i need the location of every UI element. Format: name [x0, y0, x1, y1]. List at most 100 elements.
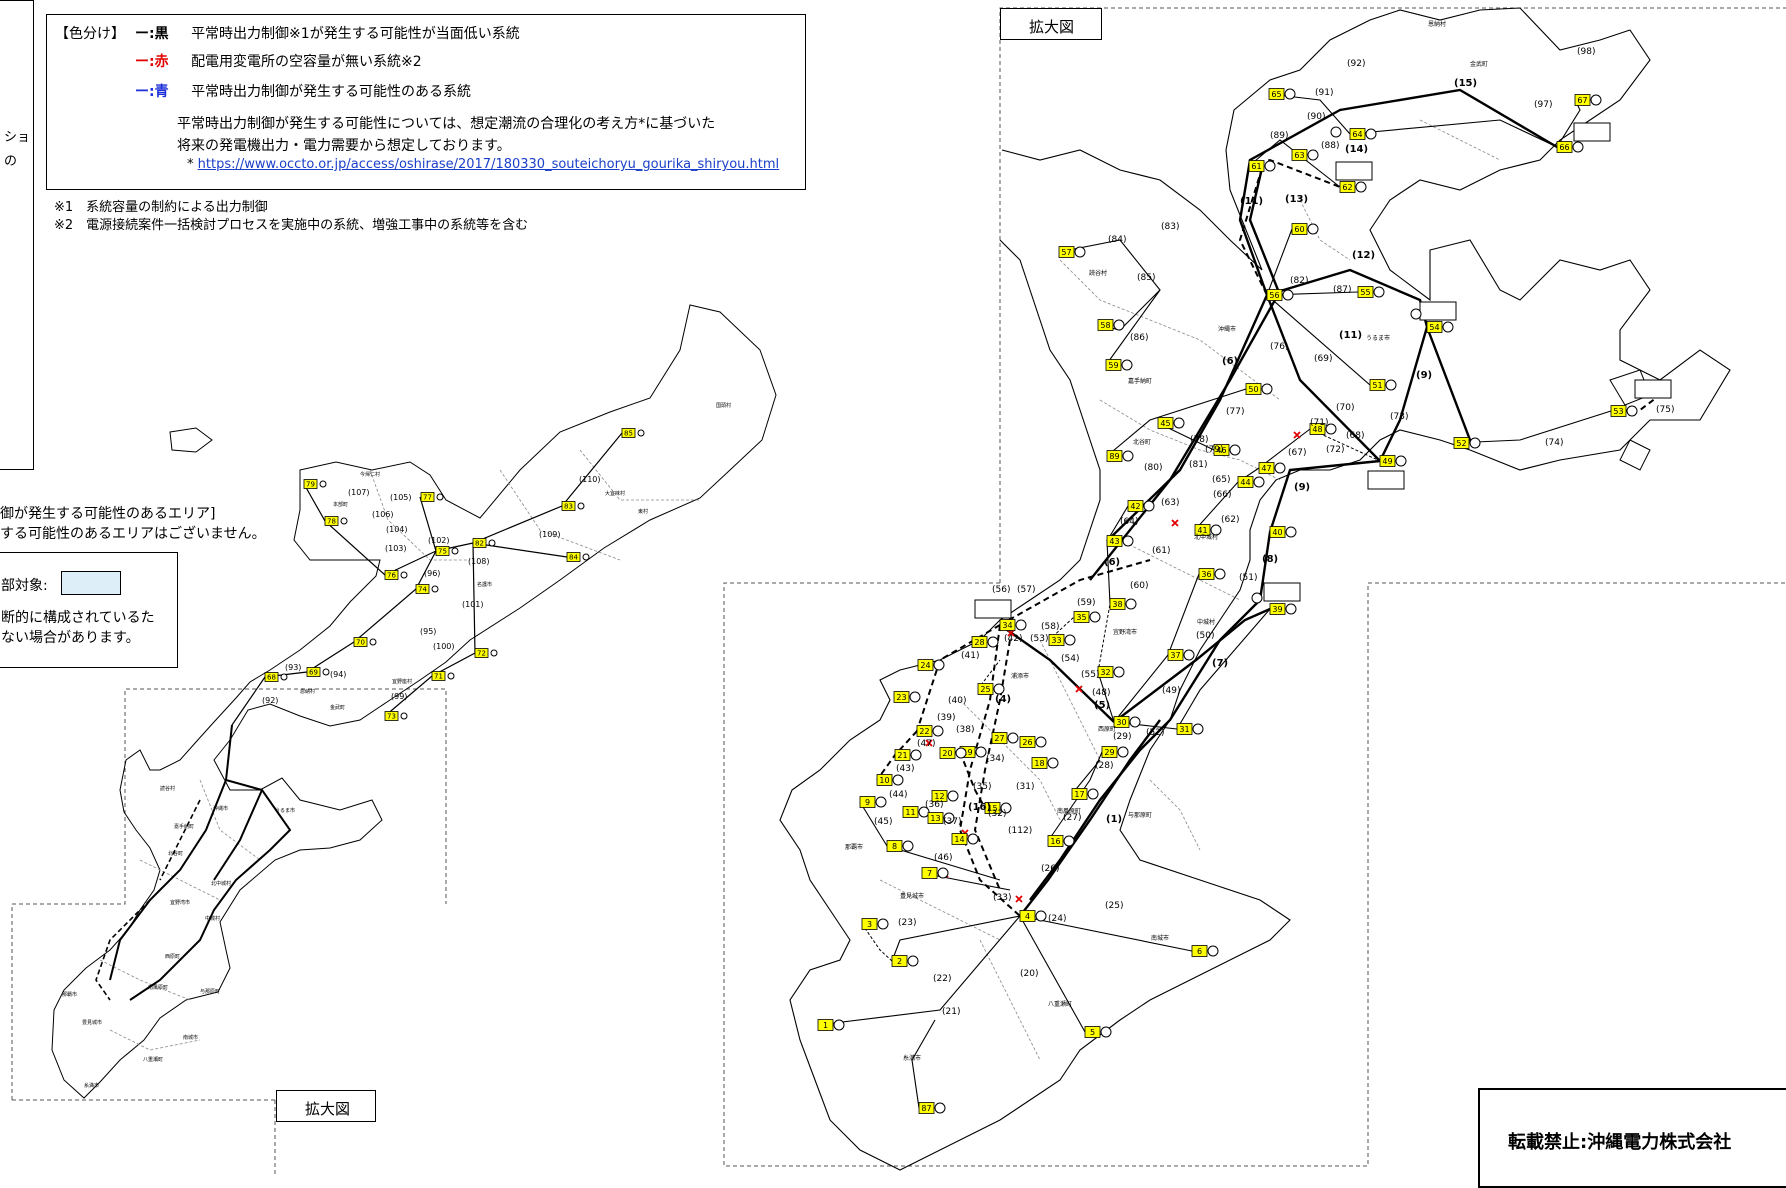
- substation-tag: [621, 428, 636, 438]
- substation-tag: [1198, 568, 1215, 580]
- substation-tag: [415, 584, 430, 594]
- enlarge-frames: [11, 7, 1786, 1176]
- line-label: (55): [1081, 670, 1099, 680]
- substation-number: 64: [1352, 130, 1362, 139]
- substation-39: 39: [1269, 603, 1297, 615]
- legend-box: 【色分け】 ー:黒 平常時出力制御※1が発生する可能性が当面低い系統 ー:赤 配…: [46, 14, 806, 190]
- line-label: (97): [1534, 100, 1552, 110]
- substation-node: [1122, 450, 1134, 462]
- partial-target-box: 部対象: 断的に構成されているた ない場合があります。: [0, 552, 178, 668]
- substation-node: [918, 806, 930, 818]
- substation-tag: [1105, 359, 1122, 371]
- reproduction-notice: 転載禁止:沖縄電力株式会社: [1508, 1132, 1732, 1153]
- substation-number: 43: [1109, 537, 1119, 546]
- main-place-names: 糸満市八重瀬町南城市豊見城市那覇市南風原町与那原町西原町浦添市宜野湾市中城村北中…: [845, 20, 1488, 1062]
- left-panel-fragment-b: の: [4, 154, 18, 169]
- substation-6: 6: [1191, 945, 1219, 957]
- line-label: (107): [348, 488, 370, 497]
- substation-number: 54: [1429, 323, 1439, 332]
- legend-text-blue: 平常時出力制御が発生する可能性のある系統: [191, 84, 472, 100]
- line-label: (98): [1577, 47, 1595, 57]
- line-label: (23): [898, 918, 916, 928]
- legend-heading: 【色分け】: [55, 26, 125, 42]
- legend-key-black: ー:黒: [135, 26, 169, 42]
- substation-12: 12: [931, 790, 959, 802]
- municipality-name: 嘉手納町: [174, 823, 194, 830]
- substation-number: 3: [867, 920, 872, 929]
- substation-tag: [1453, 437, 1470, 449]
- line-label: (1): [1106, 814, 1122, 825]
- substation-tag: [1097, 666, 1114, 678]
- main-boundaries: [879, 119, 1501, 1061]
- substation-node: [1035, 910, 1047, 922]
- substation-node: [907, 955, 919, 967]
- substation-tag: [1213, 444, 1230, 456]
- substation-number: 61: [1251, 162, 1261, 171]
- substation-69: 69: [306, 667, 330, 677]
- line-label: (16): [968, 802, 991, 813]
- substation-number: 71: [434, 673, 443, 681]
- substation-tag: [1237, 476, 1254, 488]
- substation-number: 60: [1294, 225, 1304, 234]
- substation-82: 82: [472, 538, 496, 548]
- substation-tag: [1574, 94, 1591, 106]
- substation-number: 10: [879, 776, 889, 785]
- line-label: (43): [896, 764, 914, 774]
- line-label: (80): [1144, 463, 1162, 473]
- substation-number: 59: [1108, 361, 1118, 370]
- legend-row-black: ー:黒 平常時出力制御※1が発生する可能性が当面低い系統: [135, 23, 520, 43]
- municipality-name: 与那原町: [200, 988, 220, 995]
- substation-8: 8: [886, 840, 914, 852]
- substation-node: [400, 571, 408, 579]
- substation-tag: [353, 637, 368, 647]
- line-label: (14): [1345, 144, 1368, 155]
- substation-44: 44: [1237, 476, 1265, 488]
- municipality-name: 宜野湾市: [1113, 628, 1137, 636]
- substation-node: [1117, 746, 1129, 758]
- substation-tag: [893, 691, 910, 703]
- substation-node: [1207, 945, 1219, 957]
- substation-tag: [1268, 88, 1285, 100]
- occto-link[interactable]: https://www.occto.or.jp/access/oshirase/…: [197, 157, 780, 172]
- substation-number: 52: [1456, 439, 1466, 448]
- line-label: (77): [1226, 407, 1244, 417]
- legend-link-row: * https://www.occto.or.jp/access/oshiras…: [187, 157, 779, 172]
- line-label: (84): [1108, 235, 1126, 245]
- line-label: (93): [285, 663, 301, 672]
- substation-number: 6: [1197, 947, 1202, 956]
- line-label: (58): [1041, 622, 1059, 632]
- municipality-name: 那覇市: [845, 843, 863, 851]
- substation-tag: [977, 683, 994, 695]
- substation-node: [1355, 181, 1367, 193]
- substation-61: 61: [1248, 160, 1276, 172]
- substation-tag: [1379, 455, 1396, 467]
- substation-number: 21: [897, 751, 907, 760]
- line-label: (64): [1120, 517, 1138, 527]
- substation-tag: [1176, 723, 1193, 735]
- main-thin-dashed: [861, 428, 1381, 962]
- enlarge-label-bottom: 拡大図: [305, 1100, 351, 1118]
- substation-node: [400, 712, 408, 720]
- line-label: (29): [1113, 732, 1131, 742]
- substation-number: 68: [267, 674, 276, 682]
- substation-84: 84: [566, 552, 590, 562]
- line-label: (102): [428, 536, 450, 545]
- enlarge-label-bottom-box: 拡大図: [276, 1090, 376, 1122]
- substation-48: 48: [1309, 423, 1337, 435]
- substation-56: 56: [1266, 289, 1294, 301]
- substation-52: 52: [1453, 437, 1481, 449]
- line-label: (4): [995, 694, 1011, 705]
- line-label: (79): [1205, 445, 1223, 455]
- substation-89: 89: [1106, 450, 1134, 462]
- substation-node: [1087, 788, 1099, 800]
- line-label: (41): [961, 651, 979, 661]
- substation-tag: [931, 790, 948, 802]
- substation-tag: [861, 918, 878, 930]
- substation-tag: [324, 516, 339, 526]
- municipality-name: 与那原町: [1128, 811, 1152, 819]
- municipality-name: 中城村: [205, 915, 220, 922]
- substation-tag: [1127, 500, 1144, 512]
- substation-tag: [876, 774, 893, 786]
- municipality-name: 恩納村: [1428, 20, 1446, 28]
- line-label: (60): [1130, 581, 1148, 591]
